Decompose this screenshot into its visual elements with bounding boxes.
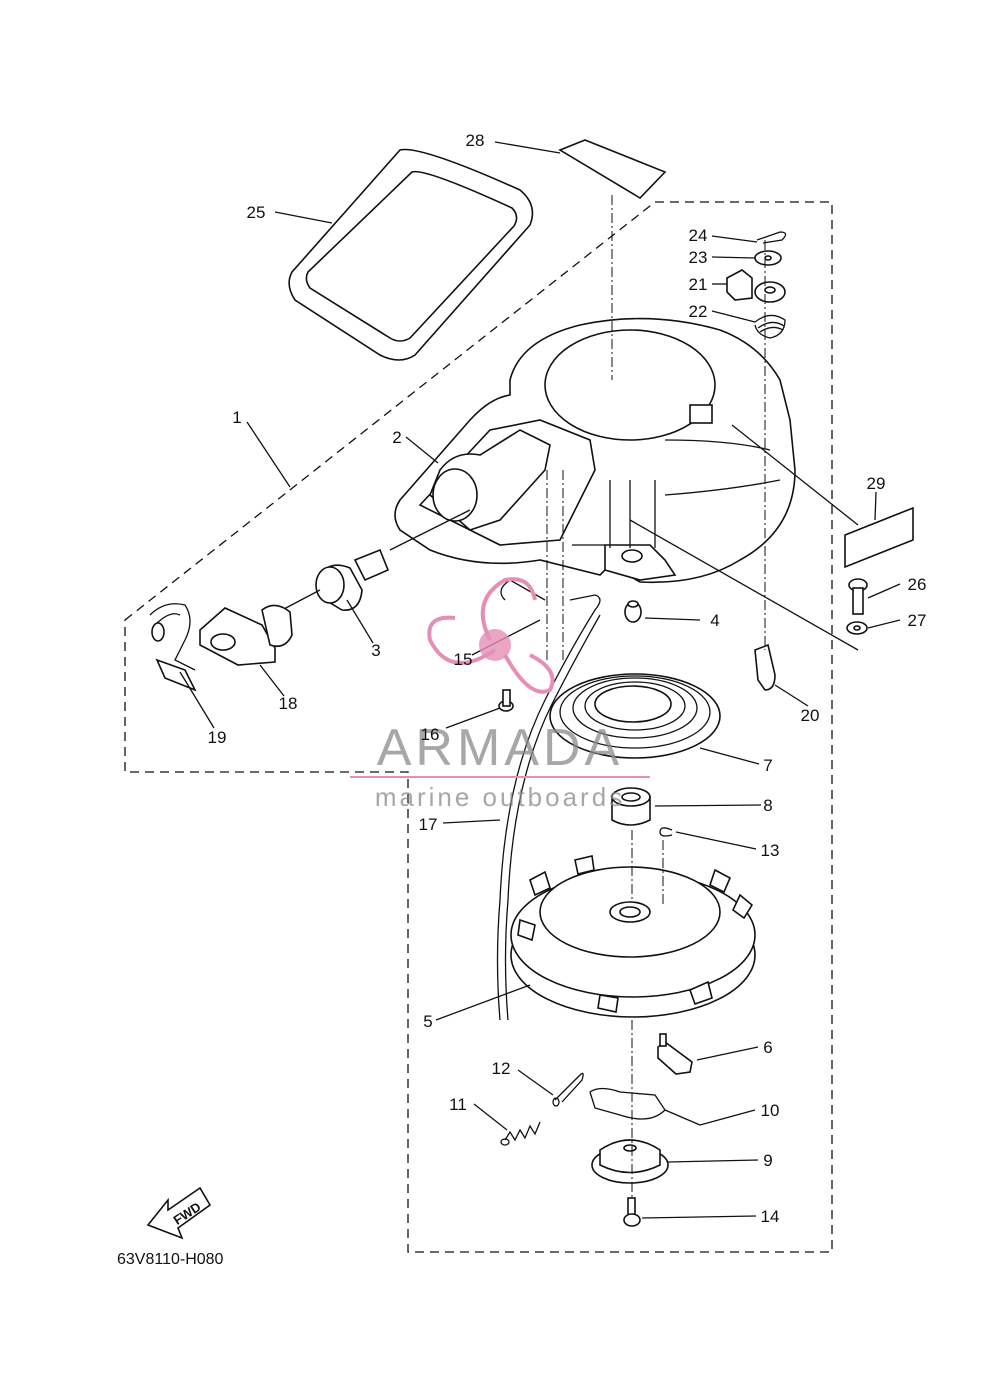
part-28-label-sticker xyxy=(558,139,667,200)
callout-13: 13 xyxy=(761,841,780,860)
part-19-handle-grip xyxy=(149,603,197,692)
callout-16: 16 xyxy=(421,725,440,744)
callout-11: 11 xyxy=(449,1095,467,1114)
part-18-starter-handle xyxy=(199,604,293,666)
callout-3: 3 xyxy=(371,641,380,660)
watermark-brand: ARMADA xyxy=(377,719,623,777)
part-21-plate xyxy=(726,269,786,303)
callout-22: 22 xyxy=(689,302,708,321)
starter-case xyxy=(394,317,796,584)
part-5-sheave-drum xyxy=(510,855,756,1018)
part-20-stopper xyxy=(754,643,776,691)
watermark-tagline: marine outboards xyxy=(375,782,625,812)
callout-21: 21 xyxy=(689,275,708,294)
leader-lines xyxy=(179,141,901,1219)
callout-25: 25 xyxy=(247,203,266,222)
part-13-circlip xyxy=(659,827,673,837)
part-29-sticker xyxy=(844,506,914,569)
part-10-drive-spring xyxy=(589,1087,701,1126)
part-24-pin xyxy=(756,231,787,244)
callout-5: 5 xyxy=(423,1012,432,1031)
callout-15: 15 xyxy=(454,650,473,669)
callout-9: 9 xyxy=(763,1151,772,1170)
part-12-pin-spring xyxy=(552,1072,584,1107)
part-22-spring xyxy=(754,314,786,339)
callout-2: 2 xyxy=(392,428,401,447)
part-27-washer xyxy=(846,621,868,635)
part-3-rope-guide xyxy=(281,509,471,611)
axis-lines xyxy=(546,195,859,1200)
part-25-cover-plate xyxy=(288,148,534,361)
part-6-pawl xyxy=(657,1033,693,1075)
callout-7: 7 xyxy=(763,756,772,775)
callout-4: 4 xyxy=(710,611,719,630)
callout-27: 27 xyxy=(908,611,927,630)
callout-29: 29 xyxy=(867,474,886,493)
callout-19: 19 xyxy=(208,728,227,747)
fwd-arrow-icon: FWD xyxy=(146,1186,212,1240)
part-8-bushing xyxy=(611,787,651,826)
part-9-drive-plate xyxy=(591,1139,669,1184)
callout-24: 24 xyxy=(689,226,708,245)
part-14-bolt xyxy=(623,1197,641,1227)
part-7-recoil-spring xyxy=(549,673,721,759)
callout-23: 23 xyxy=(689,248,708,267)
diagram-code: 63V8110-H080 xyxy=(117,1251,224,1268)
callout-1: 1 xyxy=(232,408,241,427)
callout-17: 17 xyxy=(419,815,438,834)
callout-10: 10 xyxy=(761,1101,780,1120)
part-4-collar xyxy=(624,600,642,623)
armada-watermark: ARMADA marine outboards xyxy=(350,577,650,812)
callout-26: 26 xyxy=(908,575,927,594)
callout-12: 12 xyxy=(492,1059,511,1078)
callout-6: 6 xyxy=(763,1038,772,1057)
part-23-washer xyxy=(754,250,782,266)
watermark-propeller-hub-icon xyxy=(479,629,511,661)
part-16-bolt xyxy=(498,689,514,712)
part-26-bolt xyxy=(848,578,868,615)
callout-8: 8 xyxy=(763,796,772,815)
callout-20: 20 xyxy=(801,706,820,725)
callout-18: 18 xyxy=(279,694,298,713)
callout-labels: 1 2 3 4 5 6 7 8 9 10 11 12 13 14 15 16 1… xyxy=(208,131,927,1226)
watermark-propeller-icon xyxy=(427,577,555,694)
callout-14: 14 xyxy=(761,1207,780,1226)
callout-28: 28 xyxy=(466,131,485,150)
part-11-spring xyxy=(500,1121,541,1146)
